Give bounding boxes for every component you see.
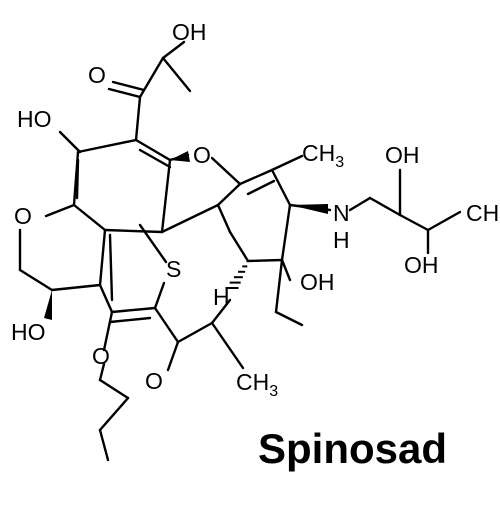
bond-42: [270, 168, 292, 207]
atom-o-ketone-top: O: [88, 62, 106, 88]
bond-48: [216, 203, 232, 234]
bond-46: [246, 258, 284, 263]
bond-5: [107, 87, 142, 99]
bond-12: [58, 130, 82, 154]
bond-2: [138, 56, 165, 99]
bond-28: [98, 362, 106, 382]
bond-22: [110, 306, 157, 314]
bond-19: [50, 283, 102, 292]
bond-7: [134, 138, 172, 162]
bond-13: [72, 203, 107, 232]
bond-21: [18, 268, 54, 292]
bond-lines: [18, 40, 462, 462]
bond-23: [108, 316, 152, 324]
stereo-wedge-2: [290, 204, 328, 214]
bond-27: [102, 310, 114, 352]
bond-36: [210, 321, 245, 370]
stereo-wedges: [44, 151, 328, 320]
bond-45: [280, 203, 292, 262]
atom-ho-left: HO: [17, 106, 52, 132]
bond-54: [368, 196, 402, 217]
bond-39: [216, 182, 242, 207]
atom-o-ketone-bottom: O: [145, 368, 163, 394]
atom-n-amine: N: [333, 200, 350, 226]
bond-1: [161, 40, 186, 60]
atom-oh-right-top: OH: [385, 142, 420, 168]
bond-32: [153, 306, 180, 344]
atom-ch3-right-subscript: 3: [335, 154, 344, 171]
atom-ho-bottom-left: HO: [11, 319, 46, 345]
bond-33: [166, 340, 180, 372]
bond-40: [160, 203, 220, 234]
atom-ch3-right-main: CH: [302, 140, 335, 166]
bond-18: [98, 283, 114, 314]
atom-ch3-bottom-main: CH: [236, 369, 269, 395]
bond-24: [153, 281, 166, 310]
atom-h-ring: H: [213, 284, 230, 310]
bond-34: [176, 321, 214, 344]
stereo-wedge-1: [170, 151, 190, 162]
atom-s-thio: S: [166, 256, 181, 282]
bond-30: [98, 396, 130, 432]
bond-50: [274, 258, 284, 314]
atom-ch3-right: CH3: [302, 140, 344, 171]
bond-31: [98, 428, 110, 462]
bond-57: [426, 210, 462, 232]
bond-53: [348, 196, 372, 212]
bond-17: [98, 228, 107, 287]
bond-35: [210, 298, 232, 325]
bond-3: [161, 56, 192, 93]
atom-o-pyran: O: [14, 203, 32, 229]
bond-6: [111, 80, 146, 92]
stereo-wedge-3: [44, 290, 52, 320]
atom-oh-ring: OH: [300, 269, 335, 295]
bond-51: [274, 310, 304, 327]
atom-ch-far-right: CH: [466, 200, 499, 226]
bond-9: [76, 138, 138, 154]
bond-8: [160, 158, 172, 234]
atom-o-furan: O: [193, 142, 211, 168]
compound-name: Spinosad: [258, 425, 447, 472]
atom-o-ether: O: [92, 343, 110, 369]
bond-49: [280, 258, 292, 282]
bond-41: [238, 168, 274, 186]
bond-4: [134, 95, 142, 142]
atom-ch3-bottom: CH3: [236, 369, 278, 400]
bond-43: [246, 179, 276, 196]
atom-ch3-bottom-subscript: 3: [269, 383, 278, 400]
bond-47: [228, 230, 250, 263]
bond-44: [270, 154, 304, 172]
atom-oh-right-bottom: OH: [404, 252, 439, 278]
bond-16: [103, 228, 164, 234]
bond-56: [398, 213, 430, 232]
bond-25: [138, 223, 168, 264]
bond-26: [108, 233, 114, 302]
bond-15: [75, 158, 80, 200]
bond-10: [138, 148, 172, 169]
bond-38: [210, 156, 242, 186]
bond-14: [44, 203, 76, 218]
atom-oh-top: OH: [172, 19, 207, 45]
atom-h-amine: H: [333, 227, 350, 253]
bond-29: [98, 378, 130, 400]
